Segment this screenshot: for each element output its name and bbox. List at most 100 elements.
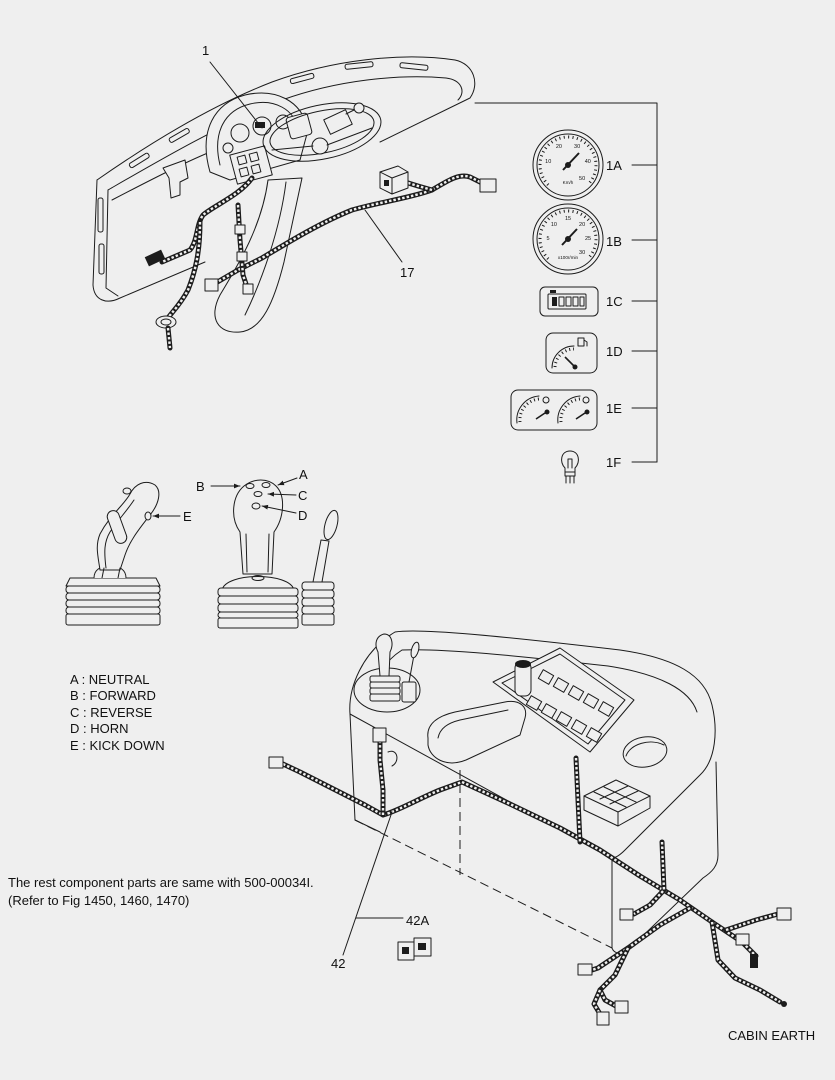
callout-1a: 1A (606, 158, 622, 173)
joystick-side-top-button (122, 487, 132, 495)
console-joystick-bellows (369, 687, 401, 695)
hour-meter-digit (572, 296, 579, 307)
legend-item: B : FORWARD (70, 688, 156, 703)
arrow-a (277, 477, 298, 486)
joystick-side-view (65, 481, 161, 626)
console-joystick-bellows (369, 675, 401, 683)
relay (567, 685, 585, 701)
relay (597, 701, 615, 717)
harness-connector (372, 727, 387, 743)
dual-gauge-body (510, 389, 598, 431)
connector-42a-terminal (402, 947, 409, 954)
joystick-side-shaft (101, 567, 105, 579)
steering-wheel-rim (262, 102, 382, 162)
harness-connector (596, 1011, 610, 1026)
console-front-left-edge (349, 713, 356, 821)
console-right-face (611, 761, 719, 954)
dashboard-vent (98, 243, 105, 275)
hour-meter-digit (565, 296, 572, 307)
legend-item: E : KICK DOWN (70, 738, 165, 753)
left-gauge-pivot (544, 409, 550, 415)
steering-wheel-spoke (271, 145, 314, 151)
joystick-front-grip-edge (245, 533, 270, 573)
fuel-gauge-ticks (553, 347, 575, 368)
fuel-gauge-pivot (572, 364, 578, 370)
harness-loop (387, 750, 398, 767)
hour-meter-digit (579, 296, 585, 307)
right-gauge-ticks (559, 397, 581, 423)
harness-42-branch (592, 908, 690, 970)
tachometer-tick-label: 20 (579, 222, 585, 228)
console-hidden-edge (354, 819, 613, 949)
tachometer-gauge: 5 10 15 20 25 30 x100r/min (532, 203, 604, 275)
marker-d: D (298, 508, 307, 523)
console-tray-inner (437, 709, 509, 739)
hour-meter (539, 286, 599, 317)
right-gauge-arc (557, 395, 581, 424)
harness-42 (268, 727, 792, 1026)
fuel-gauge-arc (551, 345, 575, 369)
column-switch-knob (353, 102, 365, 114)
console-joystick-bellows (369, 681, 401, 689)
console-cup-holder (622, 736, 668, 768)
gauge-bracket (474, 102, 658, 463)
hour-meter-digit (558, 296, 565, 307)
speedometer-tick-label: 20 (556, 144, 562, 150)
joystick-front-bellows (217, 611, 299, 619)
leader-1 (209, 61, 263, 129)
note-line-1: The rest component parts are same with 5… (8, 875, 314, 890)
hour-meter-body (539, 286, 599, 317)
harness-connector (577, 963, 593, 976)
dashboard-left-inner (105, 189, 119, 297)
bulb-base (564, 471, 576, 484)
kick-down-trigger (106, 510, 128, 544)
joystick-front-collar (251, 575, 265, 581)
dashboard-outline (96, 56, 476, 181)
marker-e: E (183, 509, 192, 524)
speedometer-unit: Km/h (563, 180, 574, 185)
console-cup-holder-inner (625, 741, 665, 757)
console-joystick-bellows (369, 693, 401, 702)
joystick-side-base (65, 613, 161, 626)
console-lever-grip (410, 641, 420, 659)
kick-down-button (144, 511, 152, 521)
console-joystick-grip (375, 633, 393, 677)
callout-1: 1 (202, 43, 209, 58)
aux-lever-bellows (301, 581, 335, 591)
relay (585, 727, 603, 743)
callout-1e: 1E (606, 401, 622, 416)
joystick-side-grip-edge (104, 499, 135, 569)
cabin-earth-terminal (781, 1001, 787, 1007)
joystick-front-grip (233, 479, 283, 575)
cluster-gauge (222, 142, 234, 154)
harness-connector (236, 251, 248, 262)
button-legend: A : NEUTRAL B : FORWARD C : REVERSE D : … (70, 672, 165, 753)
harness-connector (242, 283, 254, 295)
coolant-temperature-icon (582, 396, 590, 404)
oil-temperature-icon (542, 396, 550, 404)
speedometer-tick-label: 50 (579, 176, 585, 182)
dashboard-lower-edge (111, 149, 216, 201)
harness-17 (155, 165, 497, 351)
right-gauge-pivot (584, 409, 590, 415)
rotary-switch-cap (515, 660, 531, 668)
joystick-side-grip (96, 481, 160, 571)
harness-connector (268, 756, 284, 769)
speedometer-bezel (532, 129, 604, 201)
tachometer-tick-label: 30 (579, 250, 585, 256)
aux-lever-bellows (301, 589, 335, 599)
callout-1c: 1C (606, 294, 623, 309)
relay (555, 711, 573, 727)
tachometer-tick-label: 25 (585, 236, 591, 242)
switch-unit-edge (379, 171, 409, 195)
steering-wheel-hub (311, 137, 329, 155)
grommet-wire-braid (166, 327, 172, 349)
callout-42: 42 (331, 956, 345, 971)
relay (570, 719, 588, 735)
harness-connector (619, 908, 634, 921)
aux-lever-shaft (312, 539, 330, 583)
neutral-button (261, 482, 271, 488)
tachometer-pivot (565, 236, 571, 242)
harness-ground-connector (750, 954, 758, 968)
